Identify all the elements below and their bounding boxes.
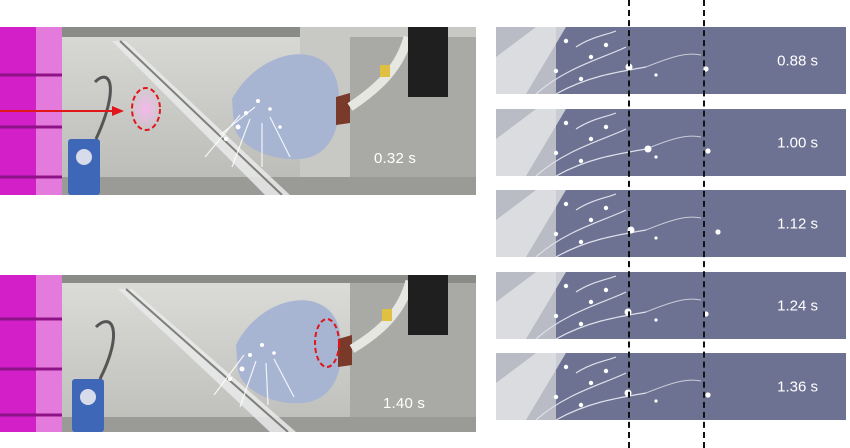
strip-scene (496, 27, 846, 94)
droplet-dot (654, 318, 658, 322)
droplet-dots (224, 99, 282, 141)
blue-valve-device (72, 320, 116, 432)
droplet-marker-ellipse (314, 318, 340, 368)
time-label: 0.32 s (374, 150, 417, 167)
droplet-dot (563, 120, 569, 126)
time-label: 1.24 s (777, 297, 818, 314)
spray-streak (555, 392, 647, 420)
tracked-droplet (644, 145, 652, 153)
droplet-trail (645, 135, 702, 150)
spray-streak (555, 311, 647, 339)
droplet-dot (563, 38, 569, 44)
droplet-dots (228, 343, 276, 381)
strip-scene (496, 272, 846, 339)
blue-valve-device (68, 75, 112, 195)
droplet-dot (563, 364, 569, 370)
strip-frame-1-12s: 1.12 s (496, 190, 846, 257)
droplet-dot (603, 124, 609, 130)
droplet-dot (553, 150, 559, 156)
tracked-droplet (705, 392, 711, 398)
spray-streak (575, 275, 617, 293)
droplet-trail (645, 53, 702, 68)
droplet-dot (603, 368, 609, 374)
spray-streak (535, 291, 627, 339)
droplet-dot (553, 394, 559, 400)
spray-streak (555, 148, 647, 176)
spray-streaks (204, 106, 291, 168)
strip-frame-1-24s: 1.24 s (496, 272, 846, 339)
droplet-dot (578, 239, 584, 245)
spray-streak (535, 128, 627, 176)
strip-scene (496, 353, 846, 420)
droplet-dot (588, 54, 594, 60)
droplet-dot (578, 158, 584, 164)
tracked-droplet (715, 229, 721, 235)
glass-plate-edge (496, 190, 566, 257)
droplet-dot (654, 236, 658, 240)
droplet-dot (553, 231, 559, 237)
time-label: 1.00 s (777, 134, 818, 151)
droplet-trail (645, 216, 702, 231)
tracked-droplet (705, 148, 711, 154)
droplet-trail (645, 298, 702, 313)
spray-streak (575, 30, 617, 48)
time-label: 1.40 s (383, 395, 426, 412)
magenta-tank (0, 275, 62, 432)
time-label: 1.36 s (777, 378, 818, 395)
droplet-dot (563, 201, 569, 207)
spray-streak (535, 372, 627, 420)
spray-streak (555, 229, 647, 257)
spray-streak (535, 46, 627, 94)
droplet-dot (588, 299, 594, 305)
droplet-dot (563, 283, 569, 289)
strip-scene (496, 109, 846, 176)
droplet-dot (654, 73, 658, 77)
droplet-dot (578, 76, 584, 82)
lab-scene (0, 27, 476, 195)
droplet-dot (588, 136, 594, 142)
droplet-dot (553, 68, 559, 74)
droplet-dot (603, 42, 609, 48)
droplet-dot (553, 313, 559, 319)
spray-streak (555, 66, 647, 94)
strip-frame-1-00s: 1.00 s (496, 109, 846, 176)
glass-plate-edge (496, 353, 566, 420)
glass-plate-edge (496, 109, 566, 176)
spray-streaks (213, 354, 295, 408)
droplet-dot (654, 155, 658, 159)
droplet-dot (578, 321, 584, 327)
spray-streak (575, 112, 617, 130)
spray-streak (575, 356, 617, 374)
glass-plate-edge (496, 272, 566, 339)
droplet-dot (603, 205, 609, 211)
droplet-marker-ellipse (131, 87, 161, 131)
strip-scene (496, 190, 846, 257)
droplet-dot (588, 217, 594, 223)
glass-plate-edge (496, 27, 566, 94)
head-model (236, 275, 448, 404)
droplet-dot (588, 380, 594, 386)
droplet-trail (645, 379, 702, 394)
time-label: 0.88 s (777, 52, 818, 69)
lab-scene (0, 275, 476, 432)
photo-frame-0-32s: 0.32 s (0, 27, 476, 195)
strip-frame-0-88s: 0.88 s (496, 27, 846, 94)
photo-frame-1-40s: 1.40 s (0, 275, 476, 432)
strip-frame-1-36s: 1.36 s (496, 353, 846, 420)
spray-streak (535, 209, 627, 257)
head-model (232, 27, 448, 160)
droplet-dot (603, 287, 609, 293)
droplet-dot (578, 402, 584, 408)
flow-arrow (0, 106, 124, 116)
reference-dashed-line-left (628, 0, 630, 448)
droplet-dot (654, 399, 658, 403)
spray-streak (575, 193, 617, 211)
reference-dashed-line-right (703, 0, 705, 448)
time-label: 1.12 s (777, 215, 818, 232)
